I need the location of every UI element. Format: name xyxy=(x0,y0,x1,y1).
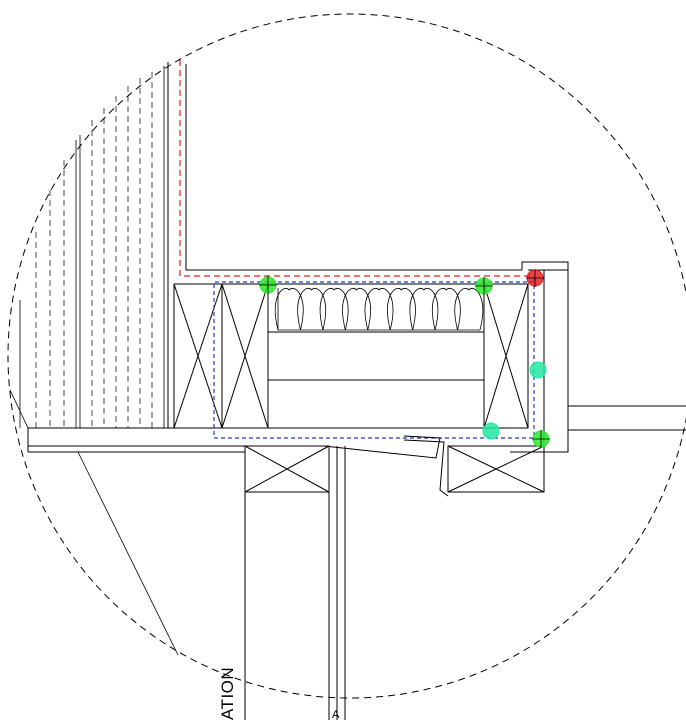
rim-assembly xyxy=(173,283,529,429)
insulation-loop xyxy=(274,288,304,331)
detail-boundary-circle xyxy=(7,13,686,699)
insulation-loop xyxy=(342,288,371,331)
insulation-loop xyxy=(387,288,416,331)
insulation-loop xyxy=(454,288,484,331)
marker-top-right-green xyxy=(475,277,493,295)
thermal-boundary-line xyxy=(213,281,535,439)
insulation-loop xyxy=(364,288,394,331)
blocking-left xyxy=(173,283,269,429)
wall-cladding xyxy=(9,62,169,429)
insulation-loop xyxy=(297,288,326,331)
elevation-label: ATION xyxy=(218,667,237,720)
marker-bottom-cyan xyxy=(482,422,500,440)
air-barrier-line xyxy=(179,60,535,282)
marker-corner-red xyxy=(526,269,544,287)
insulation-loop xyxy=(409,288,439,331)
edge-trim xyxy=(510,261,686,453)
marker-bottom-right-green xyxy=(532,430,550,448)
flashing xyxy=(323,435,449,497)
insulation-loop xyxy=(432,288,461,331)
marker-top-left-green xyxy=(259,276,277,294)
rim-board xyxy=(268,331,484,381)
floor-slab xyxy=(27,427,510,656)
section-mark: A xyxy=(332,709,340,720)
insulation-loop xyxy=(319,288,349,331)
insulation-batt xyxy=(274,288,484,331)
beam-block xyxy=(447,445,545,493)
markers xyxy=(259,269,550,448)
insulation-edge xyxy=(277,288,480,331)
ledger-block xyxy=(244,445,346,720)
blocking-right xyxy=(483,283,529,429)
marker-mid-right-cyan xyxy=(529,361,547,379)
outer-profile xyxy=(185,64,522,271)
